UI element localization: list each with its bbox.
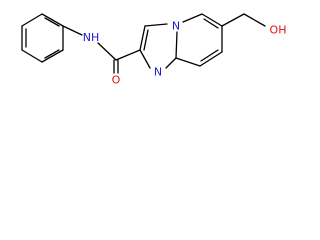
bond (201, 13, 223, 27)
bond (139, 25, 146, 51)
bond-inner (44, 49, 60, 59)
bond (165, 57, 177, 69)
bond (243, 13, 266, 27)
molecule-drawing: NH O N N OH (21, 13, 287, 87)
bond (21, 49, 43, 63)
atom-label-n-bridge: N (172, 20, 180, 33)
bond (41, 49, 64, 63)
bond (221, 13, 245, 27)
nh-nitrogen: N (83, 31, 91, 44)
bond (175, 31, 178, 59)
bond (139, 49, 151, 69)
bond (41, 13, 64, 27)
bond-inner (200, 49, 219, 62)
bond (115, 49, 141, 61)
structure-diagram: NH O N N OH (0, 0, 301, 104)
bond-inner (44, 17, 60, 27)
bond-inner (143, 29, 149, 51)
imidazole-ring (139, 23, 178, 69)
atom-label-n-ring: N (154, 66, 162, 79)
bond (97, 42, 117, 61)
hydroxymethyl-chain (221, 13, 266, 27)
pyridine-ring (175, 13, 223, 67)
amide-linkage (62, 25, 141, 74)
nh-hydrogen: H (91, 31, 99, 44)
bond (199, 51, 223, 67)
bond (182, 13, 203, 23)
bond (21, 13, 43, 27)
atom-label-o: O (112, 74, 121, 87)
bond (62, 25, 83, 36)
bond-inner (203, 18, 219, 29)
bond (144, 23, 168, 27)
atom-label-oh: OH (270, 24, 287, 37)
bond (175, 57, 201, 67)
atom-label-nh: NH (83, 31, 100, 44)
phenyl-ring (21, 13, 64, 63)
